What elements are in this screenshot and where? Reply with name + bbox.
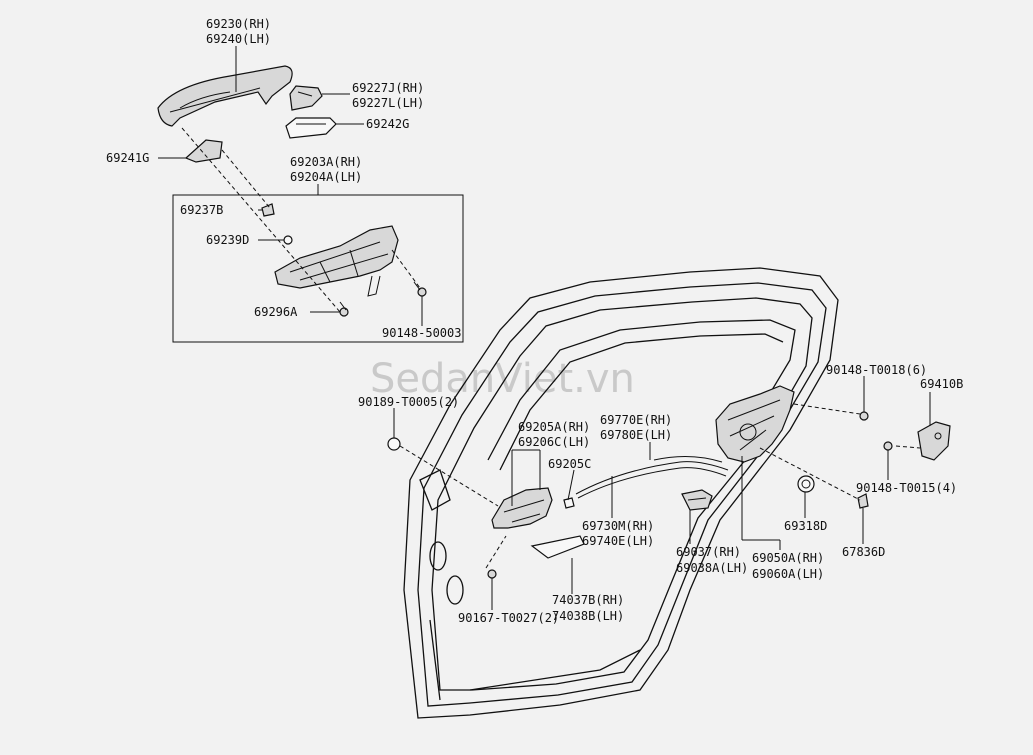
label-69037: 69037(RH) (676, 545, 741, 559)
bezel-74037B (530, 535, 585, 559)
dash-line (895, 445, 921, 449)
label-69227J: 69227J(RH) (352, 81, 424, 95)
label-90148-T0018: 90148-T0018(6) (826, 363, 927, 377)
label-90167-T0027: 90167-T0027(2) (458, 611, 559, 625)
handle-frame-69203A (274, 225, 399, 297)
clip-69205C (563, 497, 575, 509)
cap-69237B (261, 203, 275, 217)
label-74038B: 74038B(LH) (552, 609, 624, 623)
dash-line (399, 445, 499, 507)
label-69050A: 69050A(RH) (752, 551, 824, 565)
label-69239D: 69239D (206, 233, 249, 247)
label-69206C: 69206C(LH) (518, 435, 590, 449)
screw-90167-T0027 (487, 569, 497, 579)
label-69038A: 69038A(LH) (676, 561, 748, 575)
label-69770E: 69770E(RH) (600, 413, 672, 427)
bolt-69296A (339, 301, 349, 317)
dash-line (181, 127, 341, 313)
label-69296A: 69296A (254, 305, 298, 319)
door-lock-69050A (715, 385, 795, 463)
dash-line (391, 249, 421, 289)
striker-69410B (917, 421, 951, 461)
label-69318D: 69318D (784, 519, 827, 533)
label-69242G: 69242G (366, 117, 409, 131)
leader-lines (158, 46, 931, 610)
grommet-69318D (797, 475, 815, 493)
label-69410B: 69410B (920, 377, 963, 391)
label-69240: 69240(LH) (206, 32, 271, 46)
label-69227L: 69227L(LH) (352, 96, 424, 110)
dash-line (485, 535, 507, 569)
label-90148-50003: 90148-50003 (382, 326, 461, 340)
door-panel-outline (403, 267, 839, 719)
clip-67836D (857, 493, 869, 509)
label-69241G: 69241G (106, 151, 149, 165)
handle-cap-69227 (289, 85, 323, 111)
bolt-90148-T0018 (859, 411, 869, 421)
label-90148-T0015: 90148-T0015(4) (856, 481, 957, 495)
label-69205C: 69205C (548, 457, 591, 471)
screw-90189-T0005 (387, 437, 401, 451)
pad-69242G (285, 117, 337, 139)
label-90189-T0005: 90189-T0005(2) (358, 395, 459, 409)
bolt-90148-T0015 (883, 441, 893, 451)
label-69730M: 69730M(RH) (582, 519, 654, 533)
label-69204A: 69204A(LH) (290, 170, 362, 184)
dash-line (759, 447, 861, 501)
bolt-90148-50003 (413, 281, 427, 297)
label-69780E: 69780E(LH) (600, 428, 672, 442)
cable-69770E (575, 455, 729, 499)
label-69740E: 69740E(LH) (582, 534, 654, 548)
dash-line (793, 403, 861, 415)
label-69205A: 69205A(RH) (518, 420, 590, 434)
rod-69037 (681, 489, 713, 511)
label-69060A: 69060A(LH) (752, 567, 824, 581)
label-74037B: 74037B(RH) (552, 593, 624, 607)
inside-handle-69205A (491, 487, 553, 529)
label-67836D: 67836D (842, 545, 885, 559)
dash-line (221, 149, 271, 209)
seal-69239D (283, 235, 293, 245)
label-69230: 69230(RH) (206, 17, 271, 31)
watermark: SedanViet.vn (370, 356, 635, 402)
label-69237B: 69237B (180, 203, 223, 217)
label-69203A: 69203A(RH) (290, 155, 362, 169)
outside-handle-69230 (157, 65, 293, 127)
pad-69241G (184, 139, 223, 163)
